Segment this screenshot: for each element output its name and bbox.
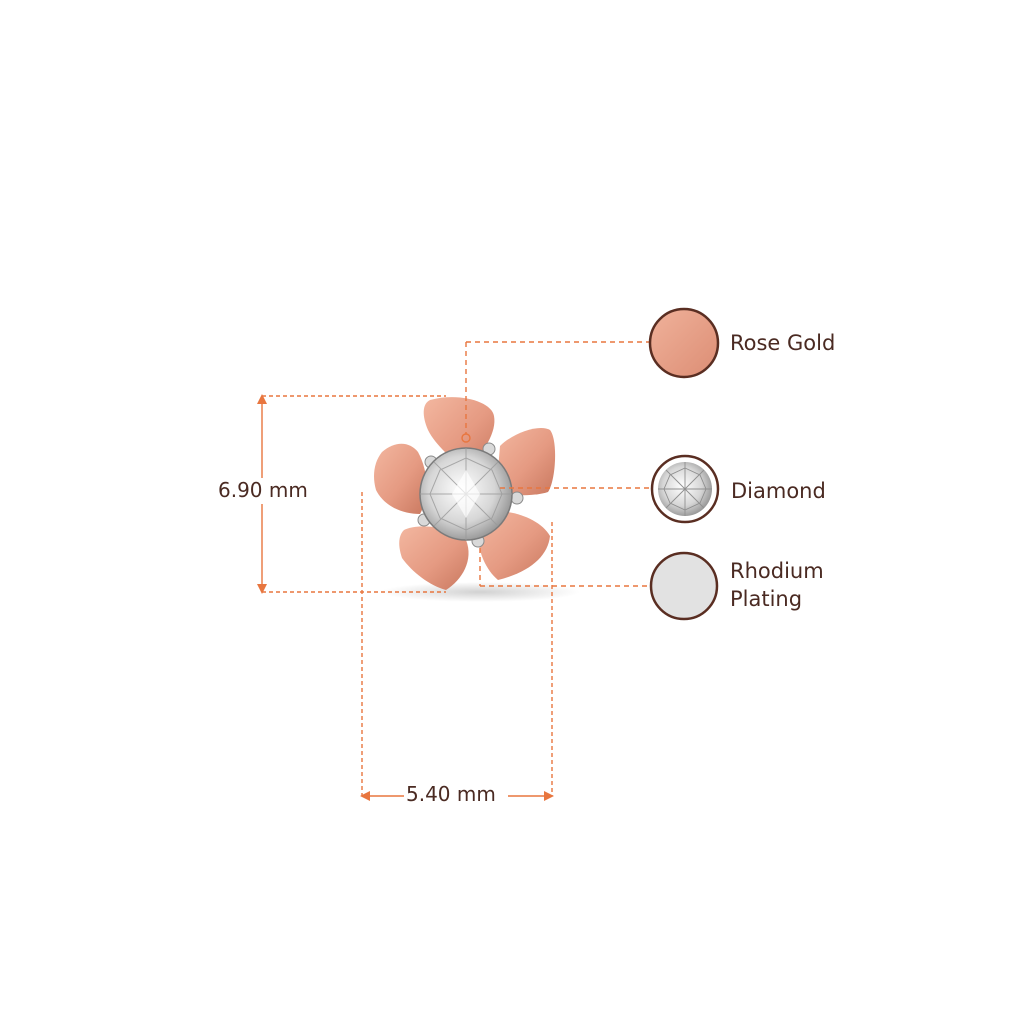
width-dimension-label: 5.40 mm [406,782,496,806]
arrow-left [360,791,370,801]
petal-right [496,427,556,496]
petal-bottom-left [399,526,469,590]
arrow-right [544,791,554,801]
product-shadow [380,582,580,602]
diamond-label: Diamond [731,479,826,503]
flower-stud-earring-icon [374,397,556,590]
diamond-swatch [650,454,720,524]
rose-gold-label: Rose Gold [730,331,836,355]
rose-gold-swatch [648,307,720,379]
petal-left [374,443,427,514]
dimension-lines [261,341,650,797]
rose-gold-leader-anchor [461,433,471,443]
dimension-arrowheads [257,394,554,801]
center-diamond [419,447,513,541]
rhodium-swatch [649,551,719,621]
arrow-down [257,584,267,594]
arrow-up [257,394,267,404]
height-dimension-label: 6.90 mm [218,478,308,502]
rhodium-plating-label-line1: Rhodium [730,559,824,583]
rhodium-plating-label-line2: Plating [730,587,803,611]
